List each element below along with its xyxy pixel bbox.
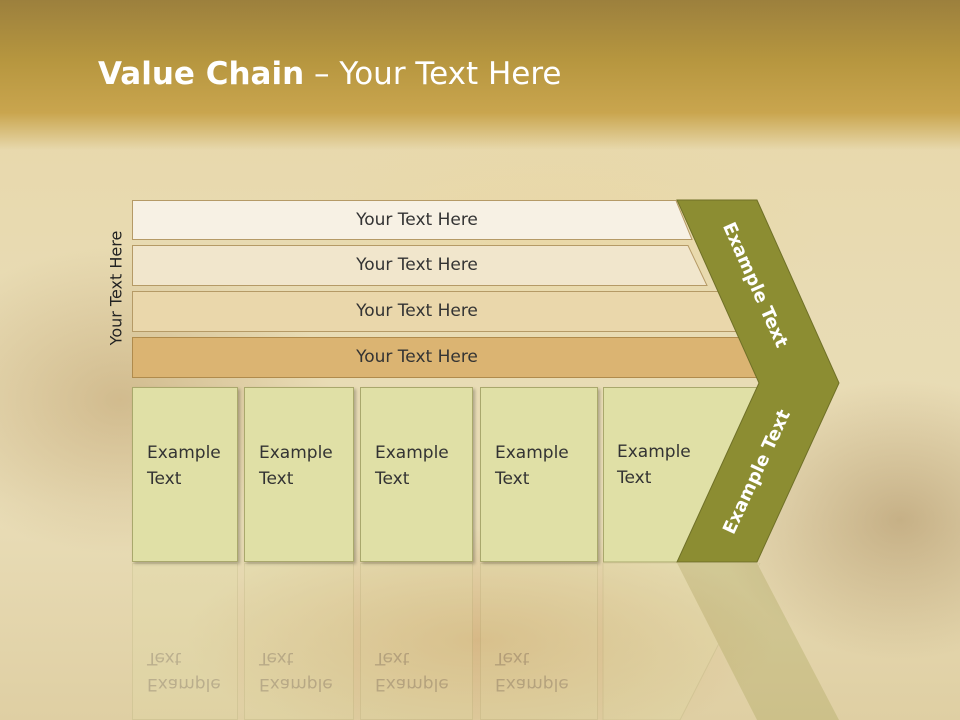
reflection-box-2-text: Example Text — [259, 648, 333, 694]
band-2-label: Your Text Here — [356, 255, 478, 275]
reflection-box-2: Example Text — [244, 563, 354, 720]
header-band — [0, 0, 960, 150]
title-rest: – Your Text Here — [304, 56, 562, 92]
reflection-box-5: Example Text — [603, 563, 691, 720]
example-box-3-text: Example Text — [375, 443, 449, 489]
example-box-3: Example Text — [360, 387, 473, 562]
reflection-box-5-text: Example Text — [617, 649, 691, 695]
example-box-4-text: Example Text — [495, 443, 569, 489]
example-box-1-text: Example Text — [147, 443, 221, 489]
example-box-5-text: Example Text — [617, 442, 691, 488]
reflection-box-4-text: Example Text — [495, 648, 569, 694]
side-label-text: Your Text Here — [106, 230, 126, 346]
example-box-4: Example Text — [480, 387, 598, 562]
reflection-box-1-text: Example Text — [147, 648, 221, 694]
reflection: Example Text Example Text Example Text E… — [0, 563, 960, 720]
band-3-label: Your Text Here — [356, 301, 478, 321]
example-box-2: Example Text — [244, 387, 354, 562]
reflection-box-4: Example Text — [480, 563, 598, 720]
reflection-box-3-text: Example Text — [375, 648, 449, 694]
example-box-1: Example Text — [132, 387, 238, 562]
band-1-label: Your Text Here — [356, 210, 478, 230]
reflection-box-1: Example Text — [132, 563, 238, 720]
page-title: Value Chain – Your Text Here — [98, 52, 561, 96]
example-box-2-text: Example Text — [259, 443, 333, 489]
reflection-shapes — [602, 563, 839, 720]
reflection-box-3: Example Text — [360, 563, 473, 720]
title-bold: Value Chain — [98, 56, 305, 92]
band-4-label: Your Text Here — [356, 347, 478, 367]
